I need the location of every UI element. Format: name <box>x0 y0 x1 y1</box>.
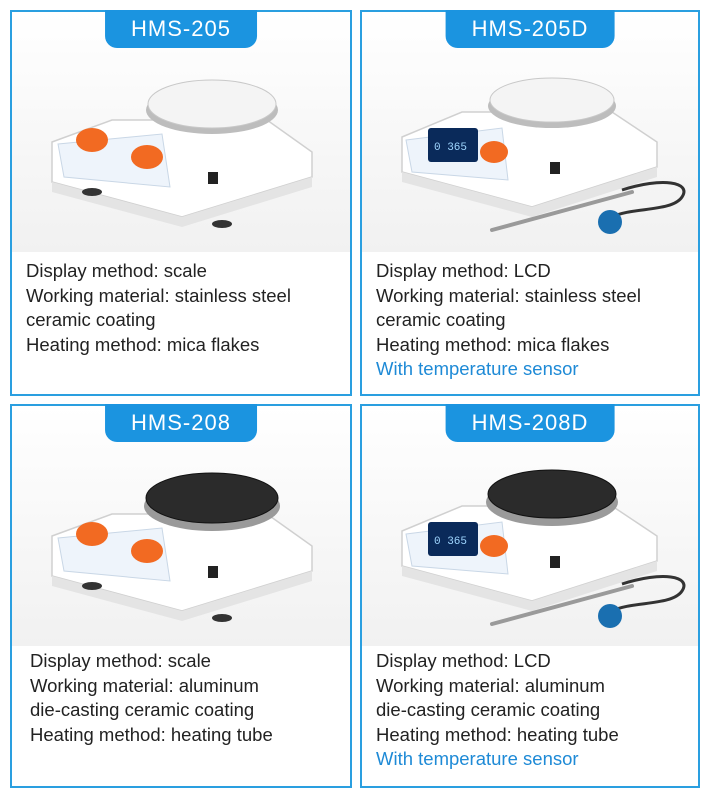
spec-line: Display method: scale <box>30 650 211 671</box>
model-badge: HMS-208 <box>105 404 257 442</box>
product-card-hms-205: HMS-205 Display method: scale Working ma… <box>10 10 352 396</box>
lcd-screen <box>428 128 478 162</box>
knob[interactable] <box>480 141 508 163</box>
knob-right[interactable] <box>131 539 163 563</box>
product-photo: 0 365 <box>362 406 698 646</box>
spec-line: die-casting ceramic coating <box>30 699 255 720</box>
product-card-hms-208: HMS-208 Display method: scale Working ma… <box>10 404 352 788</box>
knob-left[interactable] <box>76 128 108 152</box>
knob[interactable] <box>480 535 508 557</box>
product-card-hms-208d: 0 365 HMS-208D Display method: LCD Worki… <box>360 404 700 788</box>
lcd-screen <box>428 522 478 556</box>
knob-right[interactable] <box>131 145 163 169</box>
product-card-hms-205d: 0 365 HMS-205D Display method: LCD Worki… <box>360 10 700 396</box>
sensor-connector <box>598 604 622 628</box>
sensor-note: With temperature sensor <box>376 358 579 379</box>
product-photo: 0 365 <box>362 12 698 252</box>
knob-left[interactable] <box>76 522 108 546</box>
spec-line: Working material: aluminum <box>376 674 605 696</box>
spec-line: ceramic coating <box>376 309 506 330</box>
spec-list: Display method: scale Working material: … <box>30 649 344 747</box>
model-badge: HMS-205D <box>445 10 615 48</box>
spec-line: Heating method: heating tube <box>376 723 619 745</box>
spec-list: Display method: LCD Working material: st… <box>376 259 692 382</box>
spec-line: Working material: stainless steel <box>26 284 291 306</box>
sensor-note: With temperature sensor <box>376 748 579 769</box>
spec-line: Display method: LCD <box>376 260 551 281</box>
spec-list: Display method: scale Working material: … <box>26 259 344 357</box>
spec-line: Heating method: mica flakes <box>26 333 260 355</box>
product-photo <box>12 406 350 646</box>
lcd-reading: 0 365 <box>434 536 467 548</box>
spec-line: die-casting ceramic coating <box>376 699 601 720</box>
spec-line: ceramic coating <box>26 309 156 330</box>
sensor-connector <box>598 210 622 234</box>
spec-line: Working material: stainless steel <box>376 284 641 306</box>
spec-line: Heating method: heating tube <box>30 723 273 745</box>
spec-line: Working material: aluminum <box>30 674 259 696</box>
spec-line: Display method: LCD <box>376 650 551 671</box>
model-badge: HMS-208D <box>445 404 615 442</box>
spec-list: Display method: LCD Working material: al… <box>376 649 692 772</box>
lcd-reading: 0 365 <box>434 142 467 154</box>
product-photo <box>12 12 350 252</box>
model-badge: HMS-205 <box>105 10 257 48</box>
spec-line: Display method: scale <box>26 260 207 281</box>
spec-line: Heating method: mica flakes <box>376 333 610 355</box>
